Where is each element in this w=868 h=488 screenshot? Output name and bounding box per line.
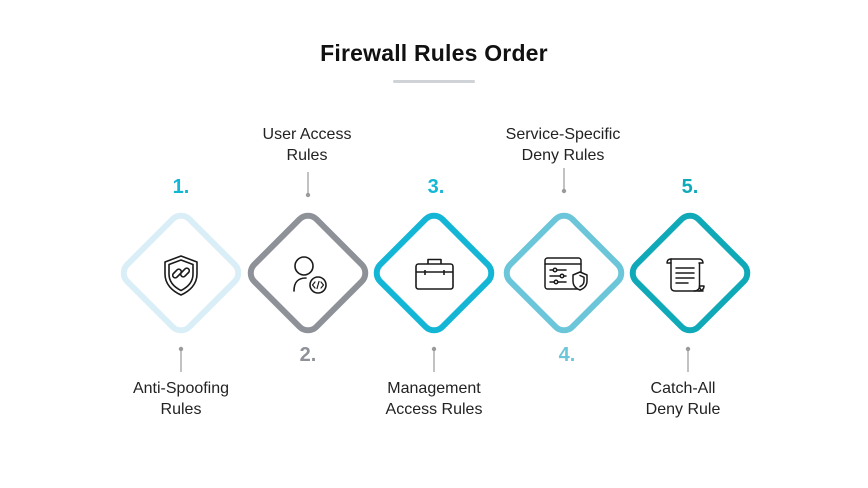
- step-1-label-line2: Rules: [160, 401, 202, 418]
- step-3-diamond: [373, 212, 495, 334]
- step-2-label-line1: User Access: [262, 126, 352, 143]
- step-3-label: Management Access Rules: [344, 378, 524, 420]
- step-4-connector: [561, 168, 567, 194]
- step-4-diamond: [503, 212, 625, 334]
- step-4-label-line2: Deny Rules: [521, 147, 605, 164]
- step-5-number: 5.: [681, 176, 699, 198]
- step-2-number: 2.: [299, 344, 317, 366]
- briefcase-icon: [415, 258, 454, 290]
- title-underline: [393, 80, 475, 83]
- step-5-label-line1: Catch-All: [650, 380, 716, 397]
- step-3-label-line2: Access Rules: [385, 401, 483, 418]
- step-1-connector: [178, 346, 184, 372]
- shield-link-icon: [164, 255, 198, 296]
- step-1-label: Anti-Spoofing Rules: [91, 378, 271, 420]
- step-4-label-line1: Service-Specific: [505, 126, 621, 143]
- step-3-label-line1: Management: [387, 380, 481, 397]
- step-2-label-line2: Rules: [286, 147, 328, 164]
- document-scroll-icon: [666, 258, 705, 292]
- page-title: Firewall Rules Order: [320, 40, 548, 66]
- step-2-label: User Access Rules: [217, 124, 397, 166]
- step-4-label: Service-Specific Deny Rules: [473, 124, 653, 166]
- step-1-number: 1.: [172, 176, 190, 198]
- step-5-label: Catch-All Deny Rule: [593, 378, 773, 420]
- settings-shield-icon: [544, 257, 588, 291]
- step-2-diamond: [247, 212, 369, 334]
- step-5-label-line2: Deny Rule: [645, 401, 721, 418]
- step-2-connector: [305, 172, 311, 198]
- step-3-connector: [431, 346, 437, 372]
- user-code-icon: [293, 256, 327, 294]
- step-1-label-line1: Anti-Spoofing: [132, 380, 230, 397]
- step-5-connector: [685, 346, 691, 372]
- step-4-number: 4.: [558, 344, 576, 366]
- step-3-number: 3.: [427, 176, 445, 198]
